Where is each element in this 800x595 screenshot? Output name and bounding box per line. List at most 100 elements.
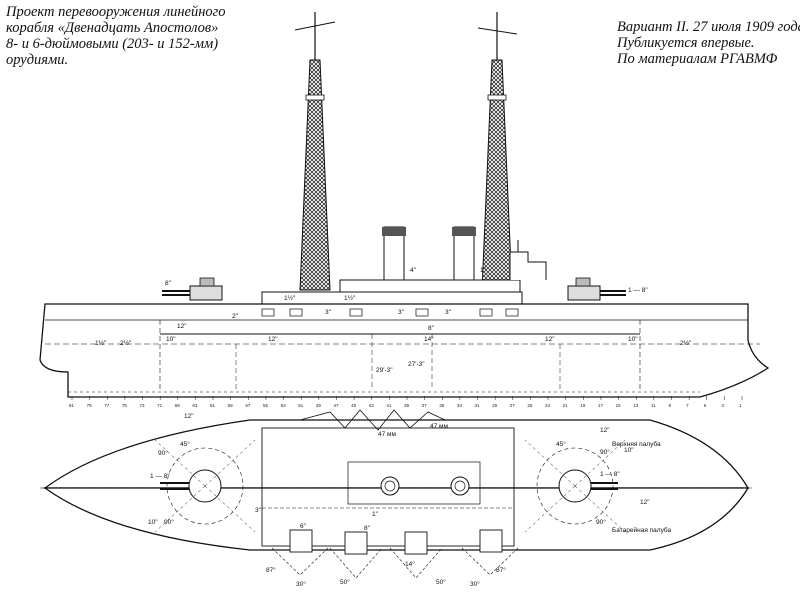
label-armor-12-aft: 12" (545, 336, 555, 343)
frame-number: 3 (721, 403, 724, 408)
frame-number: 35 (439, 403, 445, 408)
label-armor-2: 2" (232, 313, 239, 320)
frame-number: 7 (686, 403, 689, 408)
frame-number: 63 (192, 403, 198, 408)
caption-left: Проект перевооружения линейного корабля … (6, 4, 226, 68)
frame-number: 43 (369, 403, 375, 408)
frame-number: 81 (69, 403, 75, 408)
frame-number: 29 (492, 403, 498, 408)
fwd-turret (162, 277, 223, 301)
label-plan-armor-1: 1" (372, 511, 379, 518)
caption-left-line-1: Проект перевооружения линейного (6, 4, 226, 20)
label-angle-90-fwd: 90° (158, 449, 168, 457)
label-plan-armor-10-fwd: 10" (148, 519, 158, 526)
caption-left-line-2: корабля «Двенадцать Апостолов» (6, 20, 219, 36)
caption-right-line-2: Публикуется впервые. (617, 35, 755, 51)
frame-number: 79 (87, 403, 93, 408)
plan-view: Верхняя палуба Батарейная палуба 1 — 8" … (40, 409, 755, 588)
frame-number: 47 (333, 403, 339, 408)
label-angle-45-fwd: 45° (180, 440, 190, 448)
label-armor-10-fwd: 10" (166, 336, 176, 343)
caption-right-line-3: По материалам РГАВМФ (617, 51, 778, 67)
frame-number: 71 (157, 403, 163, 408)
frame-number: 61 (210, 403, 216, 408)
label-angle-30b: 30° (470, 580, 480, 588)
label-depth-b: 27'-3" (408, 361, 425, 368)
frame-number: 27 (510, 403, 516, 408)
label-armor-2-5-fwd: 2½" (120, 339, 132, 347)
frame-number: 53 (281, 403, 287, 408)
frame-number: 15 (616, 403, 622, 408)
label-angle-50b: 50° (436, 578, 446, 586)
label-angle-90-fwd-low: 90° (164, 518, 174, 526)
frame-number: 73 (140, 403, 146, 408)
frame-number: 9 (668, 403, 671, 408)
label-gun-aft: 8" (165, 280, 172, 287)
frame-number: 39 (404, 403, 410, 408)
superstructure (261, 240, 547, 305)
label-plan-armor-10-aft: 10" (624, 447, 634, 454)
frame-number: 25 (527, 403, 533, 408)
label-angle-90-aft: 90° (600, 448, 610, 456)
frame-number: 33 (457, 403, 463, 408)
casemate-guns (271, 529, 519, 579)
frame-number: 55 (263, 403, 269, 408)
label-armor-1: 1" (480, 267, 487, 274)
frame-number: 51 (298, 403, 304, 408)
label-armor-3b: 3" (398, 309, 405, 316)
caption-left-line-4: орудиями. (6, 52, 69, 68)
side-profile: 1 — 8" 8" 12" 12" 12" 14" 10" 10" 8" 3" … (39, 12, 770, 408)
aft-turret (567, 277, 626, 301)
label-angle-50a: 50° (340, 578, 350, 586)
frame-number: 13 (633, 403, 639, 408)
frame-number: 21 (563, 403, 569, 408)
label-plan-armor-12-fwd: 12" (184, 413, 194, 420)
frame-number: 57 (245, 403, 251, 408)
label-angle-87-fwd: 87° (266, 566, 276, 574)
frame-number: 75 (122, 403, 128, 408)
label-upper-deck: Верхняя палуба (612, 440, 661, 448)
label-gun-fwd: 1 — 8" (628, 287, 648, 294)
label-plan-armor-12-low: 12" (640, 499, 650, 506)
label-angle-90-aft-low: 90° (596, 518, 606, 526)
label-armor-1-5-casemate: 1½" (284, 294, 296, 302)
label-armor-3c: 3" (445, 309, 452, 316)
frame-number: 11 (651, 403, 656, 408)
label-angle-30a: 30° (296, 580, 306, 588)
label-angle-14: 14° (405, 560, 415, 568)
label-armor-12-main: 12" (268, 336, 278, 343)
frame-number: 5 (704, 403, 707, 408)
hull-profile (39, 303, 770, 398)
label-armor-1-5-casemate-b: 1½" (344, 294, 356, 302)
label-plan-armor-8: 8" (364, 525, 371, 532)
label-caliber-47b: 47 мм (430, 423, 449, 430)
frame-number: 77 (104, 403, 110, 408)
label-armor-14: 14" (424, 336, 434, 343)
label-angle-45-aft: 45° (556, 440, 566, 448)
label-armor-4: 4" (410, 267, 417, 274)
label-depth-a: 29'-3" (376, 367, 393, 374)
main-mast (477, 12, 518, 291)
label-angle-87-aft: 87° (496, 566, 506, 574)
frame-number: 69 (175, 403, 181, 408)
label-plan-armor-12-aft: 12" (600, 427, 610, 434)
label-armor-10-aft: 10" (628, 336, 638, 343)
frame-number: 49 (316, 403, 322, 408)
frame-number: 19 (580, 403, 586, 408)
hull-plan-lower (42, 487, 750, 551)
label-plan-armor-3: 3" (255, 507, 262, 514)
label-armor-3a: 3" (325, 309, 332, 316)
label-armor-8: 8" (428, 325, 435, 332)
frame-number: 17 (598, 403, 604, 408)
frame-number: 23 (545, 403, 551, 408)
label-plan-gun-fwd: 1 — 8" (150, 473, 170, 480)
label-armor-2-5-aft: 2½" (680, 339, 692, 347)
label-armor-12-fwd: 12" (177, 323, 187, 330)
label-armor-1-5-fwd: 1½" (95, 339, 107, 347)
label-plan-armor-6: 6" (300, 523, 307, 530)
frame-number: 31 (475, 403, 481, 408)
frame-number: 1 (739, 403, 742, 408)
